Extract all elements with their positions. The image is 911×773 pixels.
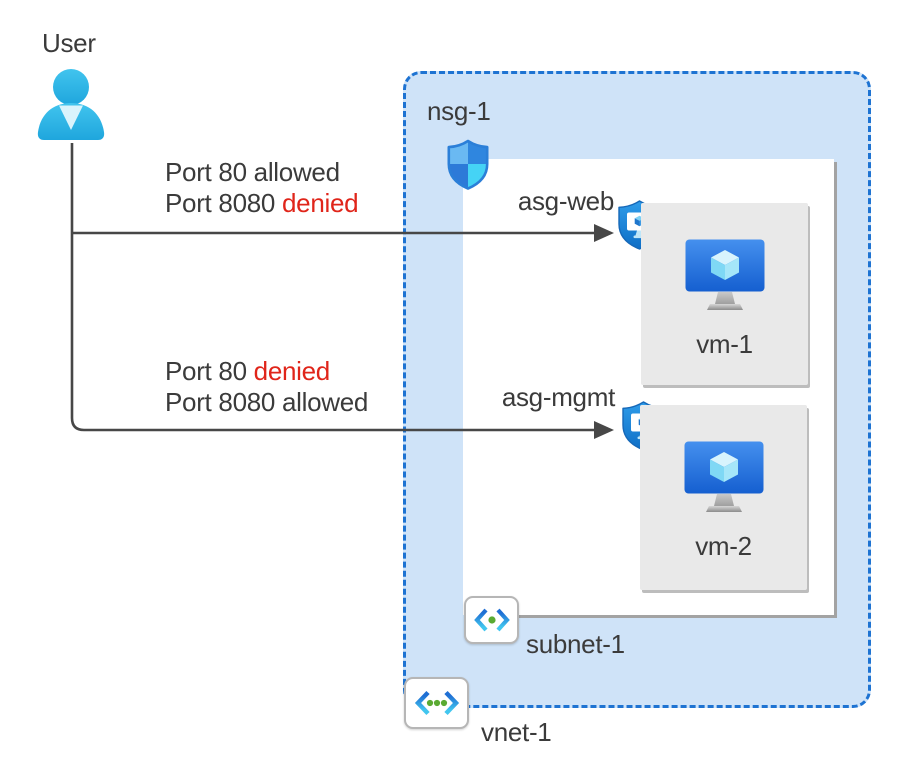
vnet-label: vnet-1 — [481, 717, 552, 747]
nsg-label: nsg-1 — [427, 96, 491, 126]
rule-status: denied — [253, 356, 331, 386]
vnet-brackets-icon — [404, 677, 469, 729]
rule-status: denied — [282, 188, 359, 218]
asg-mgmt-label: asg-mgmt — [501, 382, 615, 412]
virtual-machine-icon — [685, 239, 764, 310]
asg-web-label: asg-web — [517, 186, 614, 216]
annotation-line: Port 8080 allowed — [165, 387, 368, 418]
annotation-line: Port 8080 denied — [165, 188, 359, 219]
rule-text: Port 8080 — [165, 188, 276, 218]
port-rule-annotation-mgmt: Port 80 denied Port 8080 allowed — [165, 356, 368, 418]
rule-text: Port 80 — [165, 157, 247, 187]
vm-2-card: vm-2 — [640, 405, 807, 590]
annotation-line: Port 80 allowed — [165, 157, 358, 188]
nsg-shield-icon — [447, 139, 489, 190]
vm-1-label: vm-1 — [696, 329, 753, 359]
rule-status: allowed — [282, 387, 369, 417]
subnet-label: subnet-1 — [526, 629, 625, 659]
virtual-machine-icon — [684, 441, 763, 512]
subnet-brackets-glyph — [473, 608, 510, 632]
subnet-brackets-icon — [464, 596, 519, 644]
vnet-brackets-glyph — [414, 690, 459, 716]
rule-text: Port 8080 — [165, 387, 276, 417]
vm-2-label: vm-2 — [695, 531, 752, 561]
vm-1-card: vm-1 — [641, 203, 808, 385]
port-rule-annotation-web: Port 80 allowed Port 8080 denied — [165, 157, 359, 219]
annotation-line: Port 80 denied — [165, 356, 368, 387]
rule-status: allowed — [253, 157, 340, 187]
rule-text: Port 80 — [165, 356, 247, 386]
person-icon — [37, 69, 105, 140]
user-label: User — [42, 28, 96, 58]
